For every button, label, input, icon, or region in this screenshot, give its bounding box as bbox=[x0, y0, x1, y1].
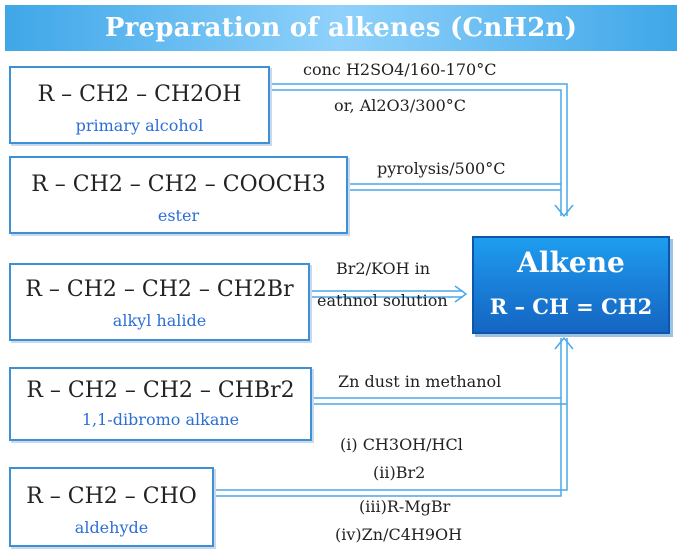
arrowhead-down bbox=[554, 204, 574, 218]
connector-alcohol-inner bbox=[270, 89, 562, 216]
label-aldehyde: aldehyde bbox=[74, 518, 149, 537]
label-alkyl-halide: alkyl halide bbox=[112, 311, 207, 330]
reagent-alcohol-2: or, Al2O3/300°C bbox=[334, 96, 467, 115]
connector-aldehyde bbox=[214, 338, 568, 491]
formula-aldehyde: R – CH2 – CHO bbox=[26, 484, 197, 509]
reagent-ester: pyrolysis/500°C bbox=[377, 159, 506, 178]
product-box-alkene: Alkene R – CH = CH2 bbox=[472, 236, 670, 334]
reagent-aldehyde-2: (ii)Br2 bbox=[373, 463, 426, 482]
product-formula: R – CH = CH2 bbox=[489, 294, 653, 319]
connector-aldehyde-inner bbox=[214, 338, 562, 497]
reagent-halide-2: eathnol solution bbox=[317, 291, 448, 310]
reagent-aldehyde-4: (iv)Zn/C4H9OH bbox=[335, 525, 463, 544]
reagent-aldehyde-1: (i) CH3OH/HCl bbox=[340, 435, 463, 454]
formula-alkyl-halide: R – CH2 – CH2 – CH2Br bbox=[25, 277, 294, 302]
label-dibromo-alkane: 1,1-dibromo alkane bbox=[81, 410, 240, 429]
source-box-dibromo-alkane: R – CH2 – CH2 – CHBr2 1,1-dibromo alkane bbox=[9, 367, 312, 441]
reagent-alcohol-1: conc H2SO4/160-170°C bbox=[303, 60, 497, 79]
page-title: Preparation of alkenes (CnH2n) bbox=[104, 13, 578, 43]
source-box-ester: R – CH2 – CH2 – COOCH3 ester bbox=[9, 156, 348, 234]
label-primary-alcohol: primary alcohol bbox=[75, 116, 204, 135]
connector-alcohol bbox=[270, 83, 568, 216]
reagent-aldehyde-3: (iii)R-MgBr bbox=[359, 497, 451, 516]
reagent-halide-1: Br2/KOH in bbox=[336, 259, 431, 278]
arrowhead-up bbox=[554, 336, 574, 350]
formula-dibromo-alkane: R – CH2 – CH2 – CHBr2 bbox=[26, 378, 295, 403]
arrowhead-right bbox=[454, 285, 468, 303]
reagent-dibromo: Zn dust in methanol bbox=[338, 372, 502, 391]
product-name: Alkene bbox=[517, 246, 625, 279]
formula-ester: R – CH2 – CH2 – COOCH3 bbox=[31, 172, 326, 197]
label-ester: ester bbox=[157, 206, 200, 225]
source-box-alkyl-halide: R – CH2 – CH2 – CH2Br alkyl halide bbox=[9, 263, 310, 341]
formula-primary-alcohol: R – CH2 – CH2OH bbox=[37, 82, 242, 107]
source-box-aldehyde: R – CH2 – CHO aldehyde bbox=[9, 467, 214, 547]
source-box-primary-alcohol: R – CH2 – CH2OH primary alcohol bbox=[9, 66, 270, 144]
title-banner: Preparation of alkenes (CnH2n) bbox=[5, 5, 677, 51]
